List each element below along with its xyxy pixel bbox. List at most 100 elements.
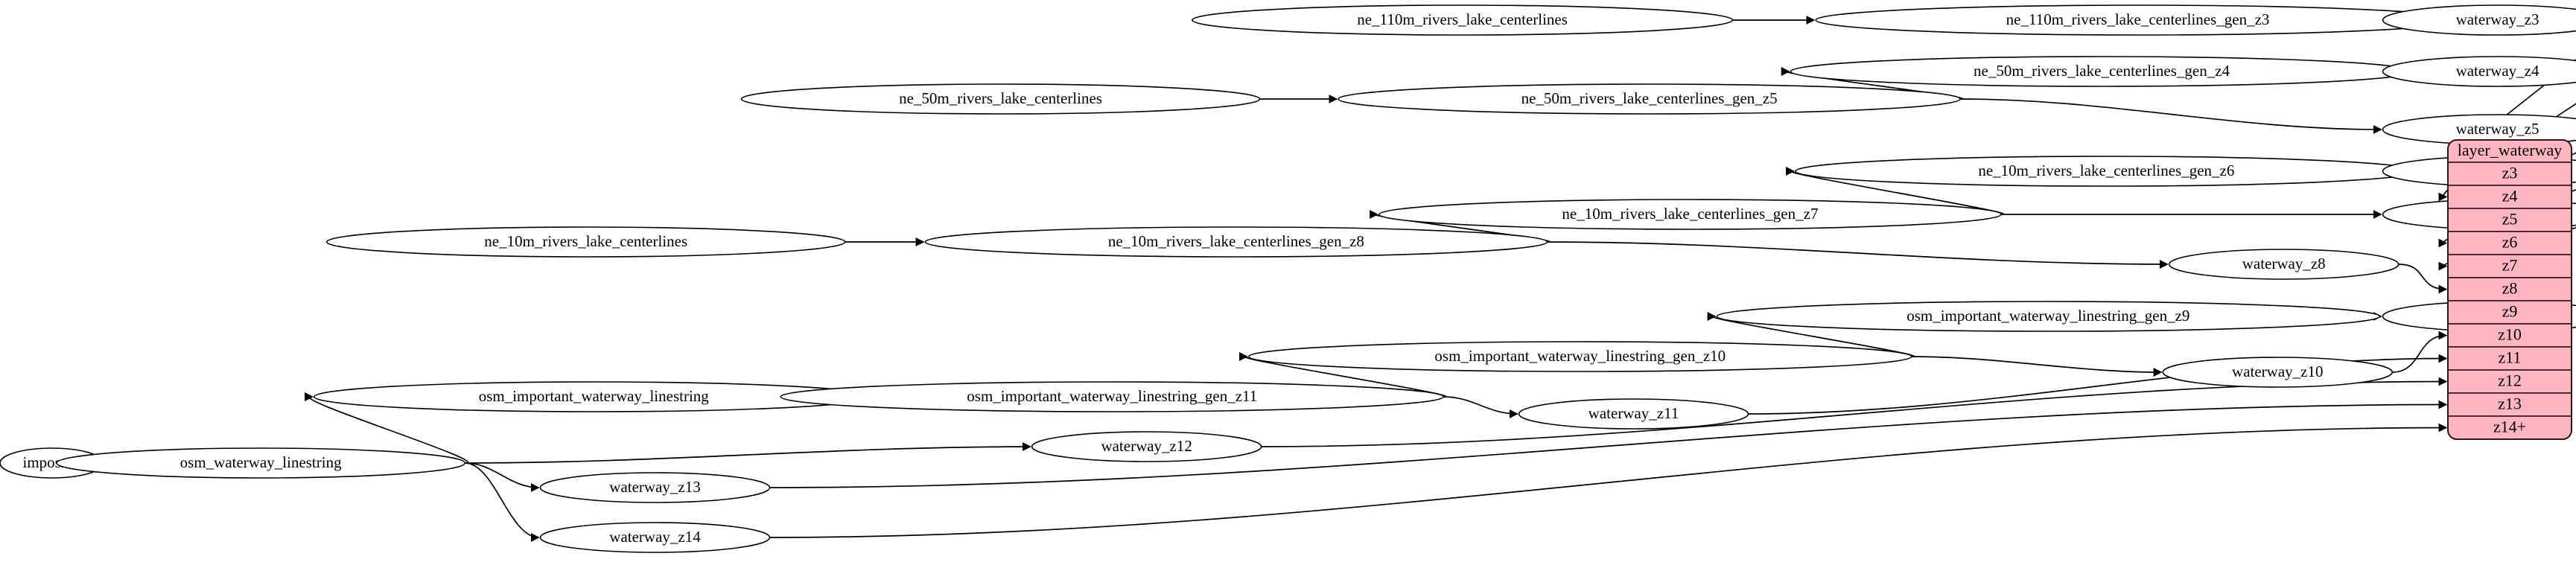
node-label: ne_110m_rivers_lake_centerlines_gen_z3: [2006, 10, 2270, 28]
graph-node-ne_50m_rivers_lake_centerlines_gen_z5[interactable]: ne_50m_rivers_lake_centerlines_gen_z5: [1338, 83, 1962, 115]
graph-node-waterway_z5[interactable]: waterway_z5: [2382, 114, 2576, 145]
graph-node-osm_important_waterway_linestring_gen_z11[interactable]: osm_important_waterway_linestring_gen_z1…: [780, 381, 1445, 412]
node-label: waterway_z8: [2242, 255, 2326, 272]
node-ellipse: [1378, 199, 2002, 230]
table-row-label: z12: [2498, 371, 2522, 390]
graph-edge: [465, 442, 1031, 464]
graph-node-ne_110m_rivers_lake_centerlines[interactable]: ne_110m_rivers_lake_centerlines: [1192, 4, 1734, 36]
graph-node-osm_important_waterway_linestring[interactable]: osm_important_waterway_linestring: [314, 381, 874, 412]
node-ellipse: [740, 83, 1261, 115]
node-ellipse: [780, 381, 1445, 412]
node-ellipse: [1247, 341, 1912, 372]
table-row-z14+[interactable]: [2448, 415, 2572, 439]
node-ellipse: [2382, 4, 2576, 36]
graph-edge: [1547, 241, 2169, 269]
graph-edge: [1443, 396, 1518, 418]
node-ellipse: [56, 447, 466, 479]
node-label: waterway_z10: [2232, 363, 2323, 380]
node-label: osm_waterway_linestring: [180, 453, 342, 471]
graph-edge: [2398, 264, 2448, 294]
graph-node-ne_110m_rivers_lake_centerlines_gen_z3[interactable]: ne_110m_rivers_lake_centerlines_gen_z3: [1815, 4, 2461, 36]
table-row-z8[interactable]: [2448, 277, 2572, 301]
graph-node-waterway_z12[interactable]: waterway_z12: [1031, 431, 1262, 462]
node-ellipse: [1716, 301, 2381, 332]
table-row-z6[interactable]: [2448, 231, 2572, 255]
node-label: ne_50m_rivers_lake_centerlines_gen_z4: [1974, 62, 2230, 80]
graph-node-ne_50m_rivers_lake_centerlines_gen_z4[interactable]: ne_50m_rivers_lake_centerlines_gen_z4: [1790, 56, 2414, 87]
node-label: osm_important_waterway_linestring_gen_z1…: [1434, 347, 1726, 365]
graph-node-waterway_z8[interactable]: waterway_z8: [2168, 249, 2400, 280]
node-label: waterway_z14: [609, 528, 701, 546]
table-row-label: z10: [2498, 325, 2522, 344]
table-row-label: z8: [2502, 279, 2518, 298]
nodes-layer: imposm3 osm_waterway_linestring ne_110m_ri…: [0, 4, 2576, 553]
graph-node-ne_50m_rivers_lake_centerlines[interactable]: ne_50m_rivers_lake_centerlines: [740, 83, 1261, 115]
table-row-label: z9: [2502, 302, 2518, 321]
table-title-label: layer_waterway: [2458, 141, 2562, 159]
node-ellipse: [1192, 4, 1734, 36]
node-label: waterway_z5: [2456, 120, 2540, 138]
node-ellipse: [924, 226, 1548, 258]
node-ellipse: [1031, 431, 1262, 462]
node-ellipse: [1518, 398, 1749, 430]
node-label: osm_important_waterway_linestring_gen_z9: [1906, 307, 2189, 325]
graph-edge: [1911, 356, 2163, 377]
table-row-label: z11: [2499, 348, 2522, 367]
node-ellipse: [2382, 56, 2576, 87]
node-label: waterway_z13: [609, 478, 700, 496]
graph-node-osm_important_waterway_linestring_gen_z10[interactable]: osm_important_waterway_linestring_gen_z1…: [1247, 341, 1912, 372]
graph-node-waterway_z10[interactable]: waterway_z10: [2162, 357, 2394, 388]
graph-node-osm_important_waterway_linestring_gen_z9[interactable]: osm_important_waterway_linestring_gen_z9: [1716, 301, 2381, 332]
graph-edge: [465, 462, 540, 492]
graph-node-ne_10m_rivers_lake_centerlines_gen_z6[interactable]: ne_10m_rivers_lake_centerlines_gen_z6: [1794, 156, 2418, 187]
node-label: ne_10m_rivers_lake_centerlines_gen_z8: [1108, 232, 1364, 250]
table-row-label: z4: [2502, 187, 2518, 205]
node-label: waterway_z12: [1101, 437, 1192, 455]
node-label: waterway_z3: [2456, 10, 2540, 28]
node-label: ne_10m_rivers_lake_centerlines_gen_z6: [1978, 162, 2234, 179]
node-label: waterway_z4: [2456, 62, 2540, 80]
graph-edge: [2392, 331, 2448, 373]
graph-node-ne_10m_rivers_lake_centerlines_gen_z7[interactable]: ne_10m_rivers_lake_centerlines_gen_z7: [1378, 199, 2002, 230]
table-row-label: z14+: [2493, 418, 2526, 436]
node-label: osm_important_waterway_linestring_gen_z1…: [967, 387, 1257, 405]
graph-node-osm_waterway_linestring[interactable]: osm_waterway_linestring: [56, 447, 466, 479]
node-ellipse: [539, 472, 771, 503]
table-row-label: z3: [2502, 164, 2518, 182]
graph-edge: [769, 400, 2448, 488]
table-outer-border: [2447, 139, 2572, 440]
node-ellipse: [1338, 83, 1962, 115]
graph-node-waterway_z11[interactable]: waterway_z11: [1518, 398, 1749, 430]
node-ellipse: [539, 522, 771, 553]
node-label: ne_110m_rivers_lake_centerlines: [1357, 10, 1568, 28]
node-label: osm_important_waterway_linestring: [479, 387, 710, 405]
node-label: ne_10m_rivers_lake_centerlines: [484, 232, 687, 250]
graph-node-waterway_z14[interactable]: waterway_z14: [539, 522, 771, 553]
node-label: ne_50m_rivers_lake_centerlines_gen_z5: [1521, 89, 1778, 107]
node-label: ne_10m_rivers_lake_centerlines_gen_z7: [1562, 205, 1818, 223]
node-ellipse: [2168, 249, 2400, 280]
node-ellipse: [325, 226, 846, 258]
graph-node-waterway_z3[interactable]: waterway_z3: [2382, 4, 2576, 36]
graph-node-ne_10m_rivers_lake_centerlines[interactable]: ne_10m_rivers_lake_centerlines: [325, 226, 846, 258]
graph-edge: [769, 423, 2448, 538]
graph-node-waterway_z13[interactable]: waterway_z13: [539, 472, 771, 503]
table-row-z12[interactable]: [2448, 369, 2572, 394]
graph-edge: [1960, 98, 2382, 134]
node-ellipse: [2162, 357, 2394, 388]
table-row-label: z13: [2498, 395, 2522, 413]
table-row-label: z5: [2502, 210, 2518, 229]
table-node-layer: layer_waterway z3 z4 z5 z6 z7 z8 z9 z10 z11 z12 z13…: [2447, 139, 2572, 440]
graph-edge: [1261, 377, 2448, 447]
table-node-layer-waterway[interactable]: layer_waterway z3 z4 z5 z6 z7 z8 z9 z10 z11 z12 z13…: [2447, 139, 2572, 440]
graph-edge: [305, 392, 468, 464]
table-row-label: z6: [2502, 233, 2518, 252]
table-row-z7[interactable]: [2448, 254, 2572, 278]
table-row-label: z7: [2502, 256, 2518, 275]
graph-edge: [465, 462, 540, 542]
graph-node-waterway_z4[interactable]: waterway_z4: [2382, 56, 2576, 87]
graph-node-imposm3[interactable]: imposm3: [0, 447, 104, 479]
graph-node-ne_10m_rivers_lake_centerlines_gen_z8[interactable]: ne_10m_rivers_lake_centerlines_gen_z8: [924, 226, 1548, 258]
